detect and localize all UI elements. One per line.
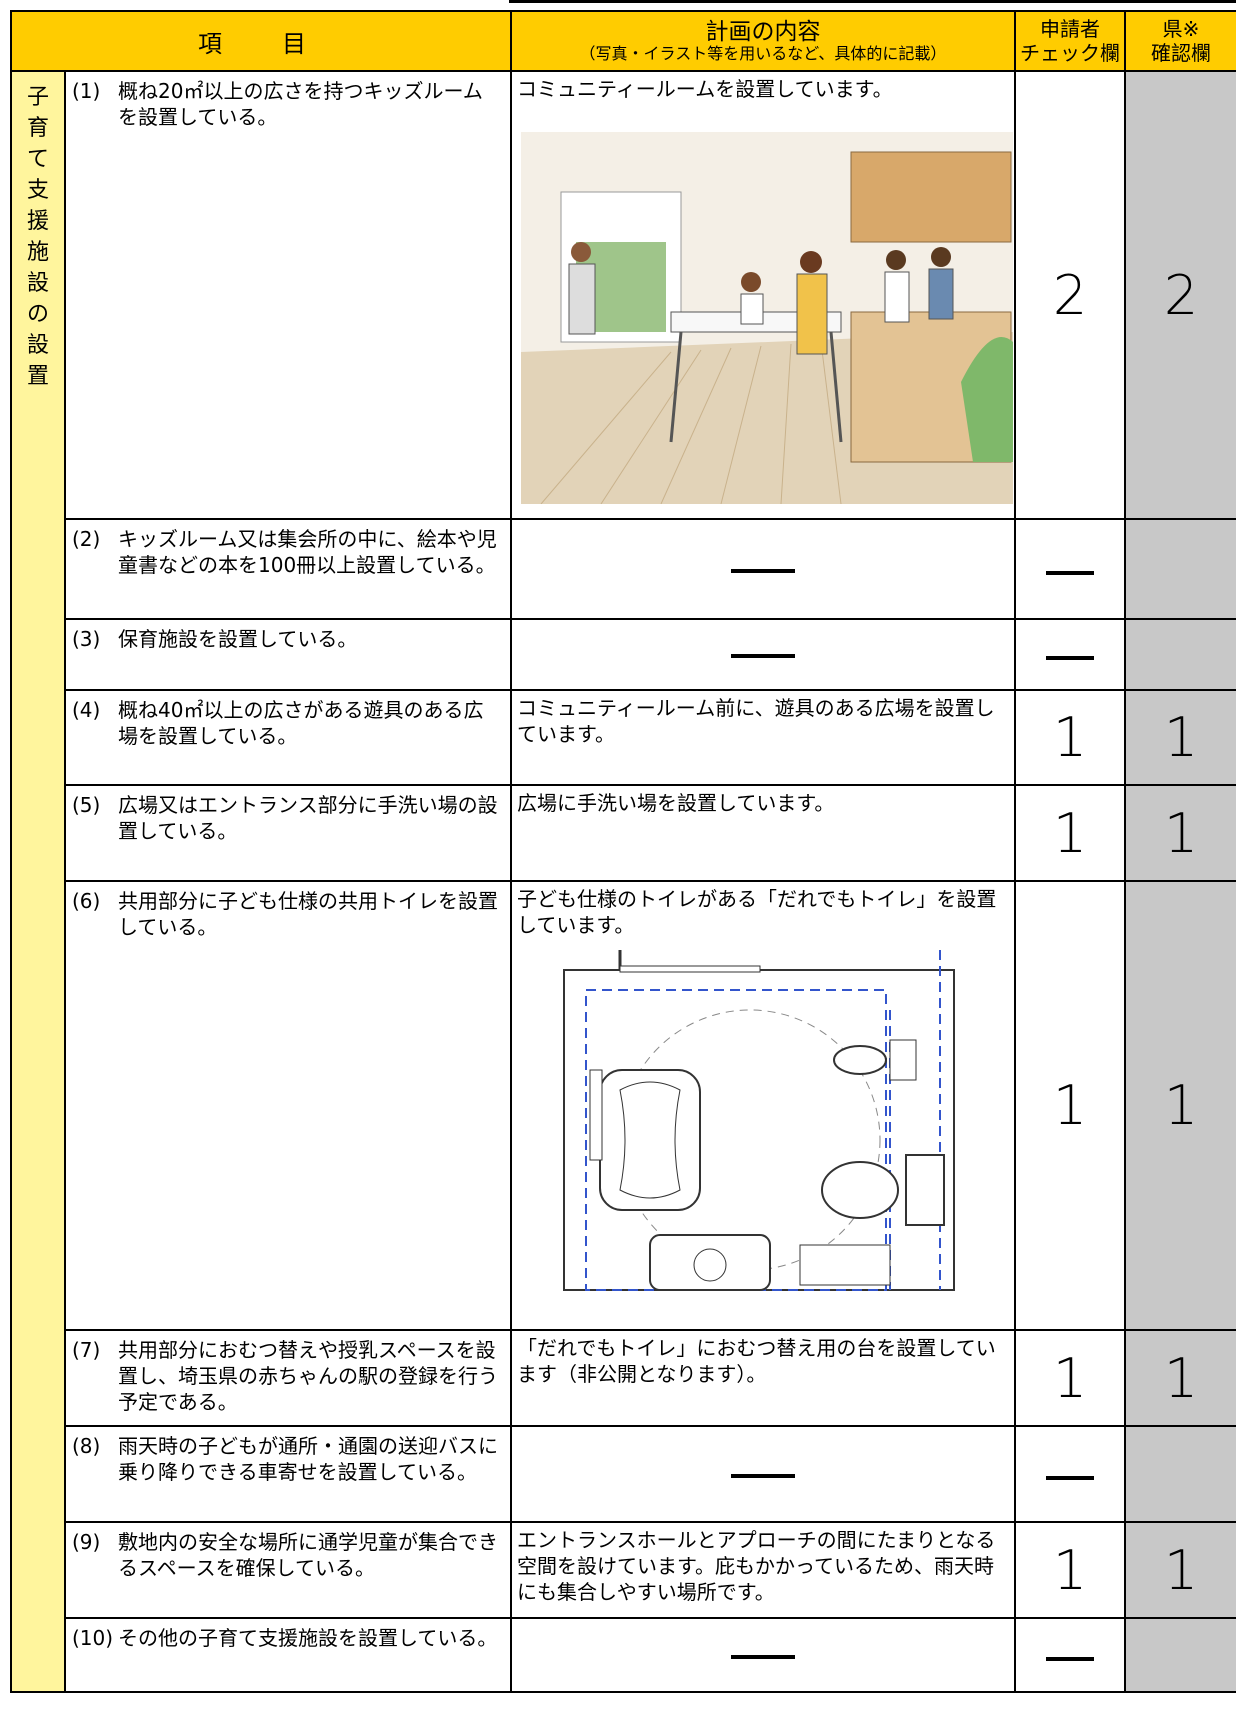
plan-cell: コミュニティールーム前に、遊具のある広場を設置しています。: [510, 689, 1016, 786]
applicant-check: 2: [1014, 70, 1126, 520]
plan-text: コミュニティールーム前に、遊具のある広場を設置しています。: [517, 696, 995, 746]
header-plan-sub: （写真・イラスト等を用いるなど、具体的に記載）: [579, 44, 947, 64]
pref-check: [1124, 618, 1236, 691]
header-pref-l2: 確認欄: [1151, 41, 1211, 65]
plan-cell: 「だれでもトイレ」におむつ替え用の台を設置しています（非公開となります）。: [510, 1329, 1016, 1427]
applicant-check: 1: [1014, 880, 1126, 1331]
item-cell: (4)概ね40㎡以上の広さがある遊具のある広場を設置している。: [64, 689, 512, 786]
category-label: 子 育 て 支 援 施 設 の 設 置: [10, 70, 66, 1693]
dash-mark: [731, 1473, 795, 1478]
pref-check: [1124, 518, 1236, 620]
plan-cell: 子ども仕様のトイレがある「だれでもトイレ」を設置しています。: [510, 880, 1016, 1331]
plan-cell: ―: [510, 518, 1016, 620]
item-cell: (10)その他の子育て支援施設を設置している。: [64, 1617, 512, 1693]
plan-text: 子ども仕様のトイレがある「だれでもトイレ」を設置しています。: [517, 887, 997, 937]
applicant-check: 1: [1014, 1329, 1126, 1427]
applicant-check: 1: [1014, 784, 1126, 882]
pref-check: 2: [1124, 70, 1236, 520]
plan-cell: コミュニティールームを設置しています。: [510, 70, 1016, 520]
pref-check: [1124, 1617, 1236, 1693]
item-cell: (5)広場又はエントランス部分に手洗い場の設置している。: [64, 784, 512, 882]
applicant-check: ―: [1014, 618, 1126, 691]
applicant-check: ―: [1014, 518, 1126, 620]
item-cell: (6)共用部分に子ども仕様の共用トイレを設置している。: [64, 880, 512, 1331]
plan-cell: エントランスホールとアプローチの間にたまりとなる空間を設けています。庇もかかって…: [510, 1521, 1016, 1619]
table-row: (7)共用部分におむつ替えや授乳スペースを設置し、埼玉県の赤ちゃんの駅の登録を行…: [11, 1329, 1236, 1427]
item-cell: (2)キッズルーム又は集会所の中に、絵本や児童書などの本を100冊以上設置してい…: [64, 518, 512, 620]
pref-check: 1: [1124, 784, 1236, 882]
table-row: (2)キッズルーム又は集会所の中に、絵本や児童書などの本を100冊以上設置してい…: [11, 518, 1236, 620]
dash-mark: [731, 568, 795, 573]
plan-cell: ―: [510, 1425, 1016, 1523]
pref-check: [1124, 1425, 1236, 1523]
header-row: 項 目 計画の内容 （写真・イラスト等を用いるなど、具体的に記載） 申請者 チェ…: [10, 10, 1236, 72]
plan-text: エントランスホールとアプローチの間にたまりとなる空間を設けています。庇もかかって…: [517, 1528, 996, 1604]
applicant-check: 1: [1014, 1521, 1126, 1619]
applicant-check: ―: [1014, 1425, 1126, 1523]
header-pref-l1: 県※: [1162, 17, 1200, 41]
header-pref: 県※ 確認欄: [1124, 10, 1236, 72]
top-rule: [509, 0, 1236, 3]
dash-mark: [1046, 570, 1094, 575]
item-cell: (3)保育施設を設置している。: [64, 618, 512, 691]
header-applicant: 申請者 チェック欄: [1014, 10, 1126, 72]
dash-mark: [1046, 1475, 1094, 1480]
header-plan: 計画の内容 （写真・イラスト等を用いるなど、具体的に記載）: [510, 10, 1016, 72]
item-cell: (9)敷地内の安全な場所に通学児童が集合できるスペースを確保している。: [64, 1521, 512, 1619]
table-row: (3)保育施設を設置している。 ― ―: [11, 618, 1236, 691]
plan-text: コミュニティールームを設置しています。: [517, 77, 893, 101]
item-cell: (7)共用部分におむつ替えや授乳スペースを設置し、埼玉県の赤ちゃんの駅の登録を行…: [64, 1329, 512, 1427]
dash-mark: [1046, 1656, 1094, 1661]
table-row: 子 育 て 支 援 施 設 の 設 置 (1)概ね20㎡以上の広さを持つキッズル…: [10, 70, 1236, 1693]
plan-cell: ―: [510, 618, 1016, 691]
item-cell: (1)概ね20㎡以上の広さを持つキッズルームを設置している。: [64, 70, 512, 520]
header-applicant-l1: 申請者: [1040, 17, 1100, 41]
table-row: (4)概ね40㎡以上の広さがある遊具のある広場を設置している。 コミュニティール…: [11, 689, 1236, 786]
header-item: 項 目: [10, 10, 512, 72]
applicant-check: 1: [1014, 689, 1126, 786]
dash-mark: [1046, 656, 1094, 661]
pref-check: 1: [1124, 1521, 1236, 1619]
checklist-table: 項 目 計画の内容 （写真・イラスト等を用いるなど、具体的に記載） 申請者 チェ…: [10, 10, 1236, 1693]
toilet-floor-plan: [560, 950, 968, 1302]
dash-mark: [731, 654, 795, 658]
applicant-check: ―: [1014, 1617, 1126, 1693]
item-cell: (8)雨天時の子どもが通所・通園の送迎バスに乗り降りできる車寄せを設置している。: [64, 1425, 512, 1523]
plan-cell: ―: [510, 1617, 1016, 1693]
header-applicant-l2: チェック欄: [1020, 41, 1120, 65]
table-row: (5)広場又はエントランス部分に手洗い場の設置している。 広場に手洗い場を設置し…: [11, 784, 1236, 882]
table-row: (10)その他の子育て支援施設を設置している。 ― ―: [11, 1617, 1236, 1693]
header-plan-title: 計画の内容: [705, 18, 821, 45]
plan-text: 「だれでもトイレ」におむつ替え用の台を設置しています（非公開となります）。: [517, 1336, 996, 1386]
pref-check: 1: [1124, 880, 1236, 1331]
pref-check: 1: [1124, 1329, 1236, 1427]
plan-text: 広場に手洗い場を設置しています。: [517, 791, 835, 815]
table-row: (9)敷地内の安全な場所に通学児童が集合できるスペースを確保している。 エントラ…: [11, 1521, 1236, 1619]
dash-mark: [731, 1654, 795, 1659]
table-row: (6)共用部分に子ども仕様の共用トイレを設置している。 子ども仕様のトイレがある…: [11, 880, 1236, 1331]
community-room-illustration: [521, 132, 1013, 504]
pref-check: 1: [1124, 689, 1236, 786]
plan-cell: 広場に手洗い場を設置しています。: [510, 784, 1016, 882]
table-row: (8)雨天時の子どもが通所・通園の送迎バスに乗り降りできる車寄せを設置している。…: [11, 1425, 1236, 1523]
